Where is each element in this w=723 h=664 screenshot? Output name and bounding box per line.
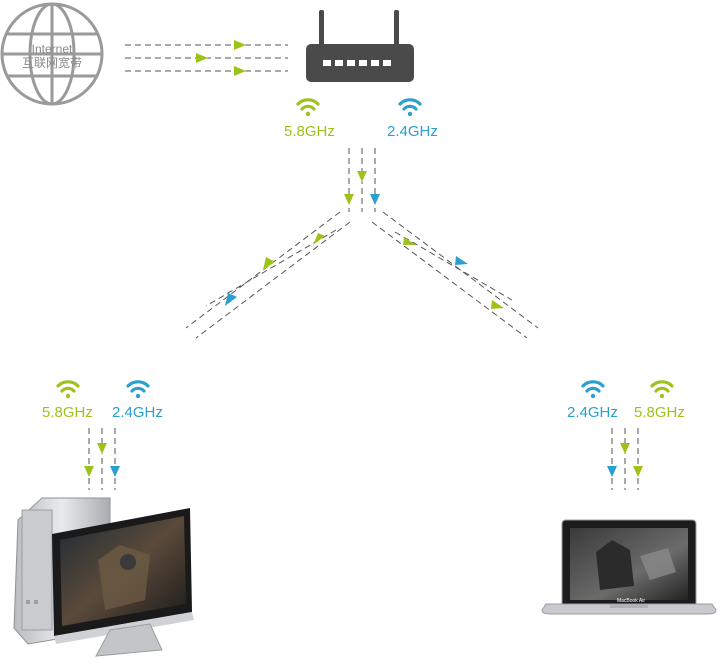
desktop-computer-icon: [13, 497, 194, 657]
internet-link-arrows: [196, 40, 246, 76]
arrow-icon: [234, 66, 246, 76]
left-branch-lines: [185, 211, 351, 339]
right-branch-arrows: [403, 237, 504, 309]
globe-icon: [0, 2, 104, 106]
left-branch-arrows: [225, 233, 325, 306]
arrow-icon: [263, 257, 275, 270]
laptop-downlink-arrows: [607, 443, 643, 477]
wifi-icon: [296, 98, 320, 117]
arrow-icon: [607, 466, 617, 477]
router-icon: [306, 10, 414, 82]
wifi-icon: [56, 380, 80, 399]
desktop-downlink-arrows: [84, 443, 120, 477]
laptop-band-green-label: 5.8GHz: [634, 404, 685, 421]
wifi-icon: [398, 98, 422, 117]
arrow-icon: [403, 237, 416, 245]
wifi-icon: [650, 380, 674, 399]
wifi-icon: [581, 380, 605, 399]
desktop-downlink-lines: [88, 428, 116, 490]
laptop-downlink-lines: [611, 428, 639, 490]
arrow-icon: [357, 171, 367, 182]
arrow-icon: [225, 293, 237, 306]
desktop-band-blue-label: 2.4GHz: [112, 404, 163, 421]
router-band-green-label: 5.8GHz: [284, 123, 335, 140]
arrow-icon: [455, 256, 468, 265]
internet-label: Internet 互联网宽带: [0, 42, 107, 70]
arrow-icon: [491, 300, 504, 309]
laptop-icon: [541, 519, 717, 615]
arrow-icon: [344, 194, 354, 205]
right-branch-lines: [371, 211, 539, 339]
internet-label-line2: 互联网宽带: [21, 56, 82, 70]
arrow-icon: [84, 466, 94, 477]
router-downlink-arrows: [344, 171, 380, 205]
arrow-icon: [313, 233, 325, 245]
arrow-icon: [633, 466, 643, 477]
arrow-icon: [97, 443, 107, 454]
arrow-icon: [234, 40, 246, 50]
arrow-icon: [110, 466, 120, 477]
laptop-brand-label: MacBook Air: [616, 598, 646, 604]
arrow-icon: [620, 443, 630, 454]
arrow-icon: [196, 53, 208, 63]
router-band-blue-label: 2.4GHz: [387, 123, 438, 140]
desktop-band-green-label: 5.8GHz: [42, 404, 93, 421]
wifi-icon: [126, 380, 150, 399]
internet-label-line1: Internet: [31, 42, 73, 56]
arrow-icon: [370, 194, 380, 205]
laptop-band-blue-label: 2.4GHz: [567, 404, 618, 421]
